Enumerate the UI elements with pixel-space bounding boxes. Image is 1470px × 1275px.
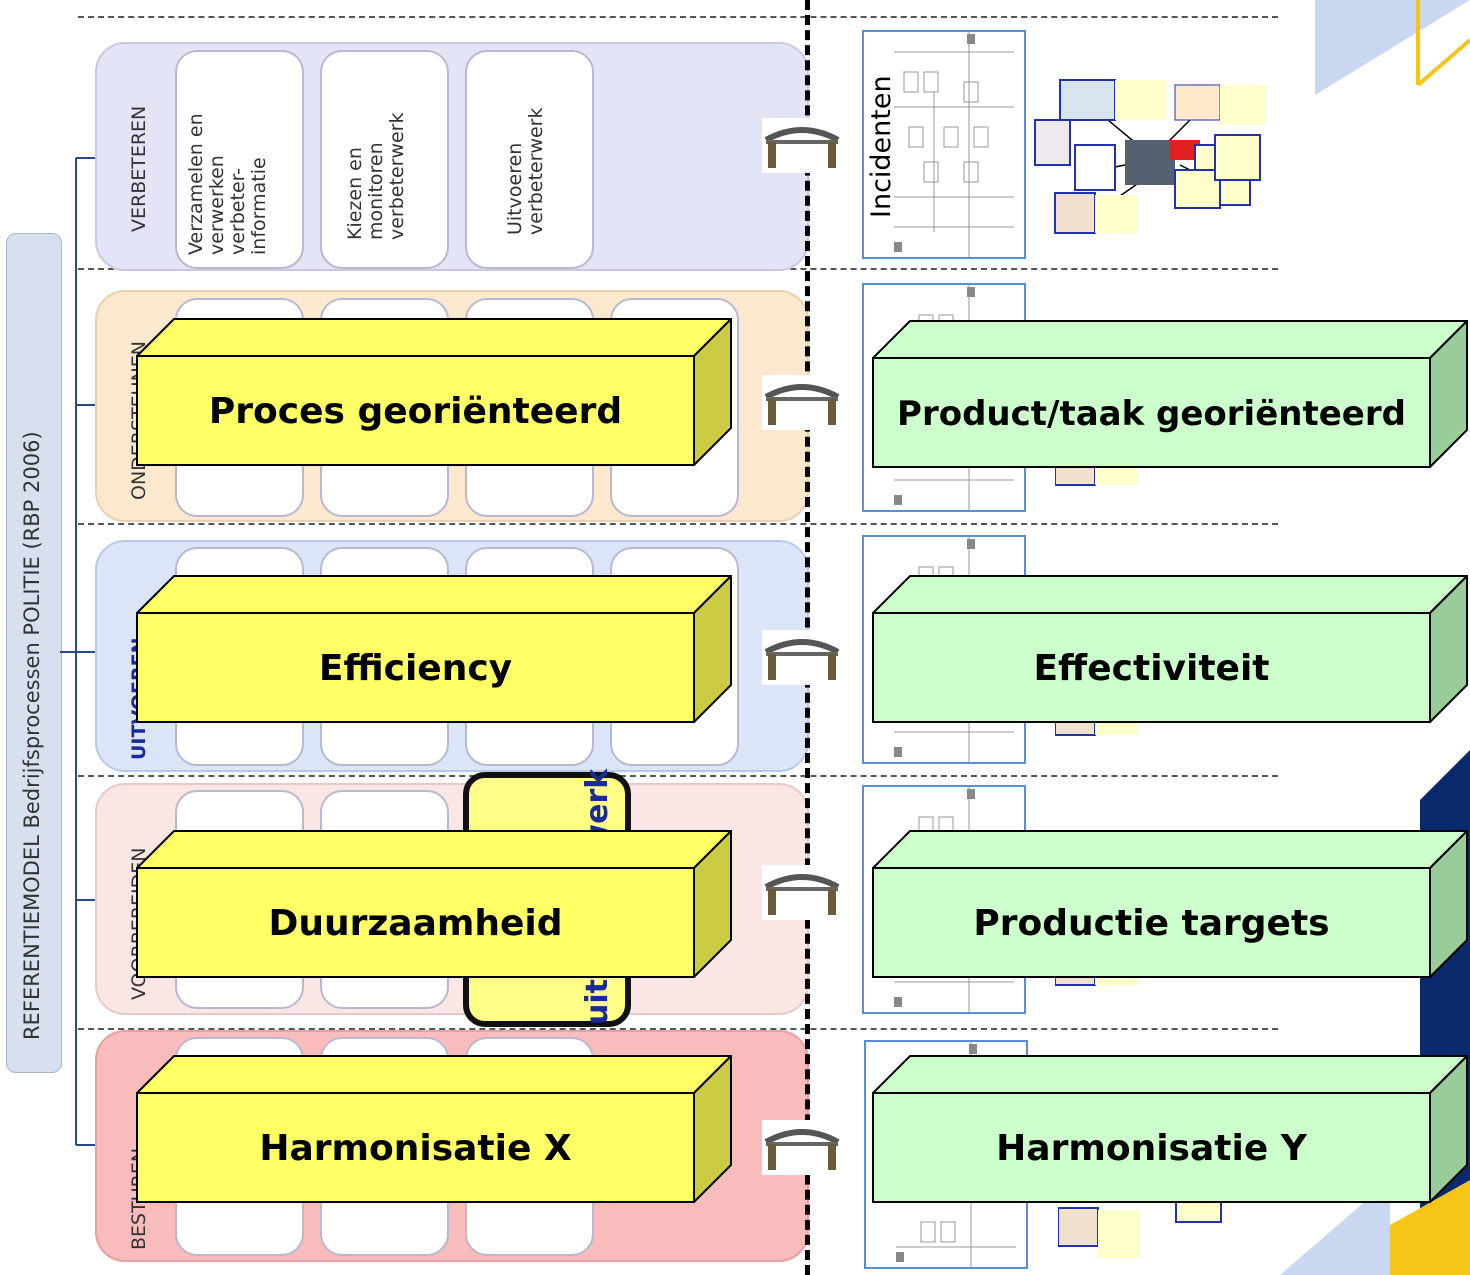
lane-label-verbeteren: VERBETEREN [128, 105, 150, 232]
right-box-label: Product/taak georiënteerd [897, 393, 1406, 434]
left-box-label: Efficiency [318, 648, 513, 689]
card-kiezen[interactable] [320, 50, 449, 269]
box-3d [872, 575, 1468, 723]
card-label: Verzamelen en verwerken verbeter- inform… [185, 113, 270, 255]
left-box-label: Proces georiënteerd [208, 391, 623, 432]
box-3d [872, 320, 1468, 468]
box-3d [136, 1055, 732, 1203]
separator-line [78, 775, 1278, 777]
bridge-icon [762, 375, 842, 430]
right-box-label: Harmonisatie Y [996, 1128, 1307, 1169]
document-thumbnail [862, 30, 1026, 259]
left-box-label: Duurzaamheid [268, 903, 563, 944]
box-3d [136, 318, 732, 466]
photo-thumbnail [1058, 1200, 1222, 1258]
corner-decoration-top [1315, 0, 1470, 95]
bridge-icon [762, 630, 842, 685]
card-verzamelen[interactable] [175, 50, 304, 269]
box-3d [872, 1055, 1468, 1203]
right-box-label: Effectiviteit [1033, 648, 1270, 689]
box-3d [872, 830, 1468, 978]
bridge-icon [762, 865, 842, 920]
separator-line [78, 523, 1278, 525]
bridge-icon [762, 118, 842, 173]
box-3d [136, 830, 732, 978]
separator-line [78, 1028, 1278, 1030]
left-box-label: Harmonisatie X [259, 1128, 572, 1169]
separator-line [78, 16, 1278, 18]
bracket-tree [60, 157, 96, 1146]
document-label: Incidenten [866, 75, 897, 218]
photo-collage [1034, 79, 1265, 234]
bridge-icon [762, 1120, 842, 1175]
card-label: Uitvoeren verbeterwerk [504, 107, 547, 236]
card-label: Kiezen en monitoren verbeterwerk [344, 112, 408, 241]
box-3d [136, 575, 732, 723]
sidebar-label: REFERENTIEMODEL Bedrijfsprocessen POLITI… [20, 431, 44, 1040]
right-box-label: Productie targets [973, 903, 1330, 944]
flowchart-icon [894, 32, 1014, 257]
card-uitvoeren-verbeterwerk[interactable] [465, 50, 594, 269]
